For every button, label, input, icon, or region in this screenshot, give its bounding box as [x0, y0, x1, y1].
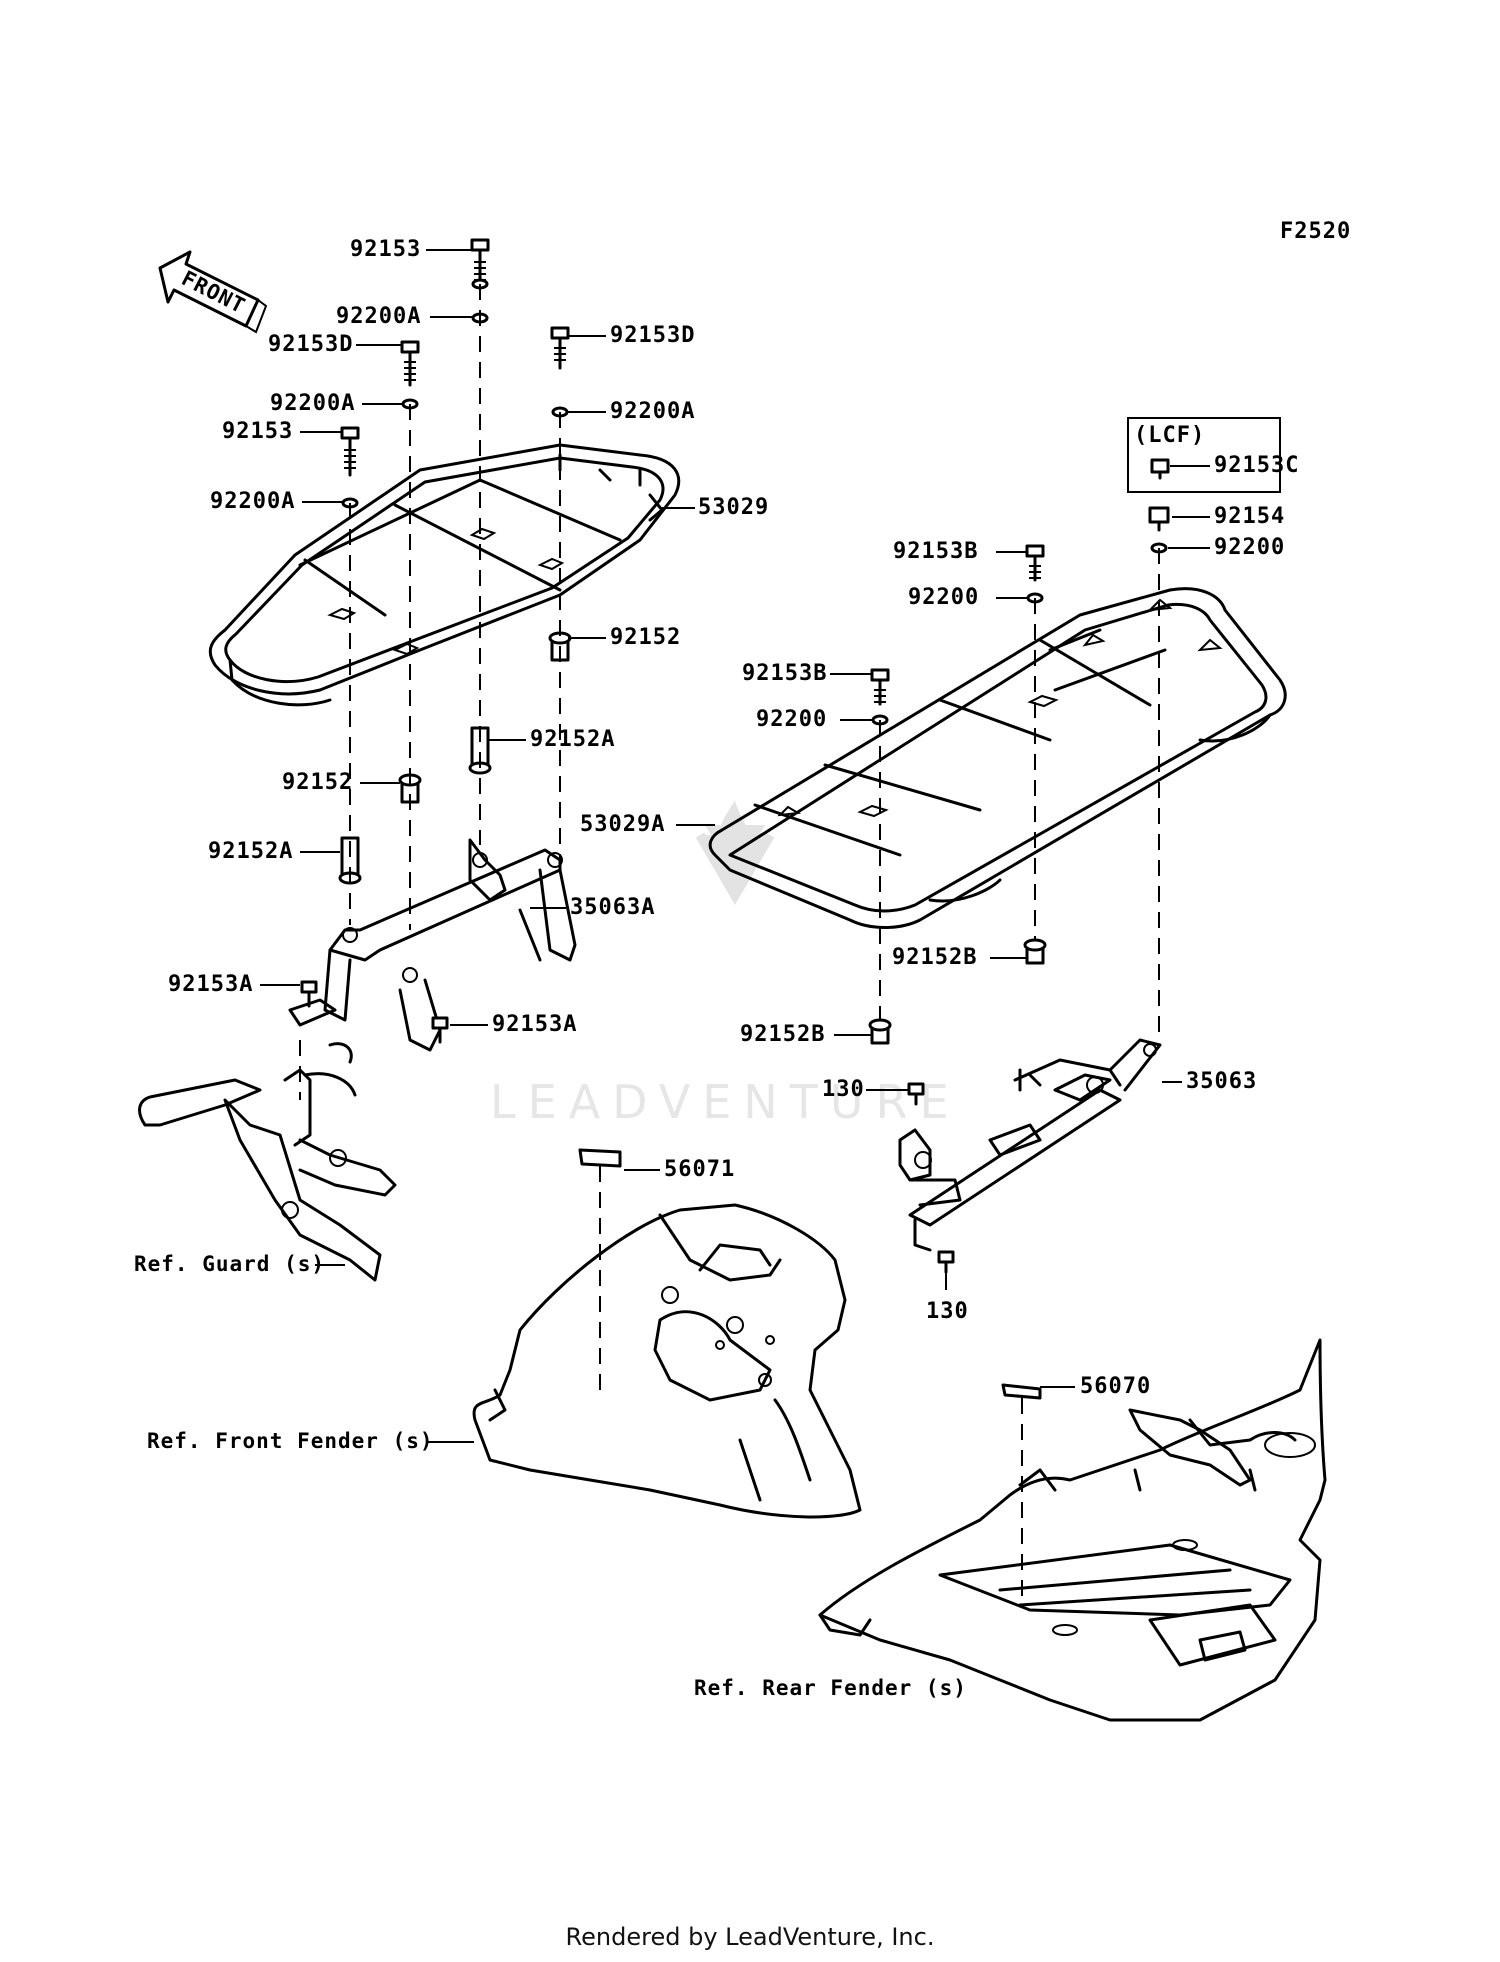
- reference-labels: Ref. Guard (s) Ref. Front Fender (s) Ref…: [134, 1252, 967, 1700]
- watermark-text: LEADVENTURE: [490, 1075, 961, 1129]
- rear-fender-reference-shape: [818, 1338, 1327, 1722]
- rear-carrier-fasteners: (LCF): [868, 417, 1281, 1274]
- part-label-130-a[interactable]: 130: [822, 1077, 865, 1102]
- part-label-92200-b[interactable]: 92200: [908, 585, 979, 610]
- rear-carrier-53029A: [708, 587, 1287, 929]
- part-label-53029[interactable]: 53029: [698, 495, 769, 520]
- part-label-92152B-b[interactable]: 92152B: [740, 1022, 825, 1047]
- lcf-box: [1127, 417, 1281, 493]
- part-label-92153-left[interactable]: 92153: [222, 419, 293, 444]
- part-label-92200A-4[interactable]: 92200A: [210, 489, 295, 514]
- part-label-92153D-right[interactable]: 92153D: [610, 323, 695, 348]
- rear-carrier-bracket-35063: [898, 1038, 1162, 1252]
- part-labels: 92153 92200A 92153D 92153D 92200A 92200A…: [168, 237, 1299, 1399]
- part-label-92153-top[interactable]: 92153: [350, 237, 421, 262]
- front-carrier-fasteners: [299, 238, 572, 1100]
- part-label-92200-a[interactable]: 92200: [1214, 535, 1285, 560]
- part-label-92153B-a[interactable]: 92153B: [893, 539, 978, 564]
- part-label-92152A-right[interactable]: 92152A: [530, 727, 615, 752]
- part-label-92152A-left[interactable]: 92152A: [208, 839, 293, 864]
- lcf-box-label: (LCF): [1134, 423, 1205, 448]
- part-label-92152-right[interactable]: 92152: [610, 625, 681, 650]
- part-label-56070[interactable]: 56070: [1080, 1374, 1151, 1399]
- part-label-92153D-left[interactable]: 92153D: [268, 332, 353, 357]
- ref-rear-fender-label[interactable]: Ref. Rear Fender (s): [694, 1676, 967, 1700]
- part-label-92153A-left[interactable]: 92153A: [168, 972, 253, 997]
- ref-front-fender-label[interactable]: Ref. Front Fender (s): [147, 1429, 434, 1453]
- part-label-92153B-b[interactable]: 92153B: [742, 661, 827, 686]
- part-label-92200A-2[interactable]: 92200A: [270, 391, 355, 416]
- leader-lines: [260, 249, 1210, 1443]
- part-label-92152B-a[interactable]: 92152B: [892, 945, 977, 970]
- front-carrier-bracket-35063A: [288, 838, 577, 1052]
- part-label-35063[interactable]: 35063: [1186, 1069, 1257, 1094]
- part-label-35063A[interactable]: 35063A: [570, 895, 655, 920]
- part-label-92153A-right[interactable]: 92153A: [492, 1012, 577, 1037]
- part-label-56071[interactable]: 56071: [664, 1157, 735, 1182]
- front-arrow-icon: FRONT: [158, 250, 268, 334]
- part-label-53029A[interactable]: 53029A: [580, 812, 665, 837]
- front-fender-reference-shape: [472, 1148, 862, 1519]
- part-label-92153C[interactable]: 92153C: [1214, 453, 1299, 478]
- leadventure-watermark: LEADVENTURE: [490, 800, 961, 1129]
- ref-guard-label[interactable]: Ref. Guard (s): [134, 1252, 325, 1276]
- part-label-92152-left[interactable]: 92152: [282, 770, 353, 795]
- guard-reference-shape: [138, 1042, 397, 1282]
- part-label-130-b[interactable]: 130: [926, 1299, 969, 1324]
- figure-code: F2520: [1280, 219, 1351, 244]
- footer-credit: Rendered by LeadVenture, Inc.: [566, 1923, 935, 1951]
- part-label-92200-c[interactable]: 92200: [756, 707, 827, 732]
- part-label-92200A-3[interactable]: 92200A: [610, 399, 695, 424]
- front-carrier-53029: [208, 443, 681, 707]
- part-label-92154[interactable]: 92154: [1214, 504, 1285, 529]
- part-label-92200A-1[interactable]: 92200A: [336, 304, 421, 329]
